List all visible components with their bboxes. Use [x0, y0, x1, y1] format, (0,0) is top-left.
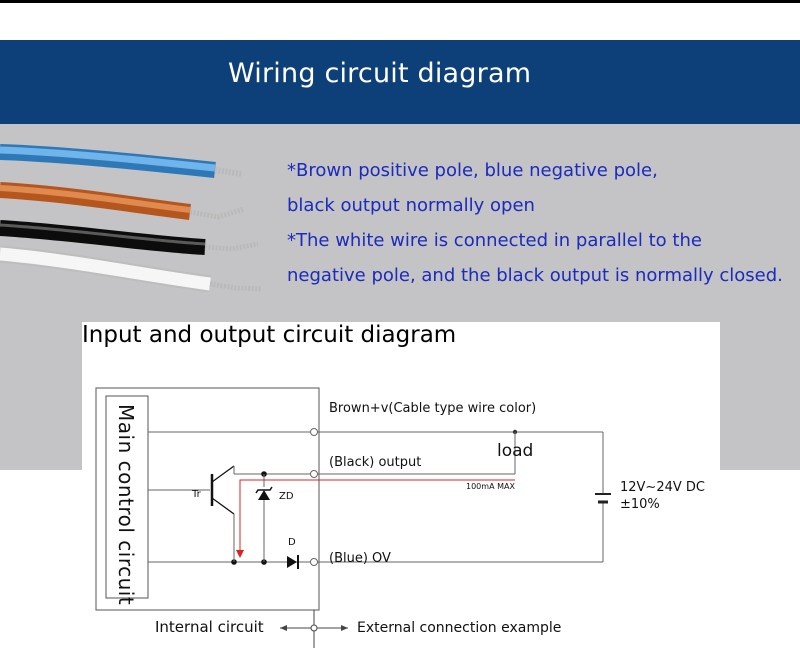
zener-label: ZD [279, 491, 294, 502]
blue-terminal [310, 558, 318, 566]
diode-triangle [287, 556, 297, 568]
white-wire-strands [209, 281, 263, 292]
blue-wire-label: (Blue) OV [329, 551, 391, 566]
internal-circuit-label: Internal circuit [155, 618, 264, 636]
black-wire [0, 220, 206, 255]
current-rating-label: 100mA MAX [466, 482, 515, 491]
page-title: Wiring circuit diagram [228, 58, 532, 89]
black-terminal [310, 470, 318, 478]
load-label: load [497, 441, 534, 461]
output-current-arrow [236, 550, 244, 558]
cable-wires-illustration [0, 144, 263, 293]
note-line-2: black output normally open [287, 195, 535, 216]
zener-bar [255, 486, 273, 494]
zener-triangle [258, 490, 270, 500]
diode-label: D [288, 537, 296, 548]
external-connection-label: External connection example [357, 620, 562, 636]
output-current-path [239, 479, 515, 556]
top-rule [0, 0, 800, 3]
brown-terminal [310, 428, 318, 436]
main-control-circuit-label: Main control circuit [114, 404, 138, 606]
note-line-4: negative pole, and the black output is n… [287, 265, 783, 286]
brown-wire-label: Brown+v(Cable type wire color) [329, 401, 537, 416]
circuit-panel [82, 322, 720, 648]
note-line-3: *The white wire is connected in parallel… [287, 230, 702, 251]
transistor-emitter [211, 497, 235, 515]
note-line-1: *Brown positive pole, blue negative pole… [287, 160, 658, 181]
circuit-panel-title: Input and output circuit diagram [82, 322, 457, 348]
blue-wire-strands [214, 167, 243, 177]
brown-wire-strands [189, 206, 245, 220]
transistor-collector [211, 465, 235, 483]
black-wire-label: (Black) output [329, 455, 422, 470]
supply-tolerance-label: ±10% [620, 497, 660, 512]
supply-voltage-label: 12V∼24V DC [620, 480, 705, 495]
transistor-label: Tr [192, 489, 201, 500]
header-banner [0, 40, 800, 124]
main-control-box [105, 395, 149, 599]
internal-circuit-outline [95, 387, 320, 611]
